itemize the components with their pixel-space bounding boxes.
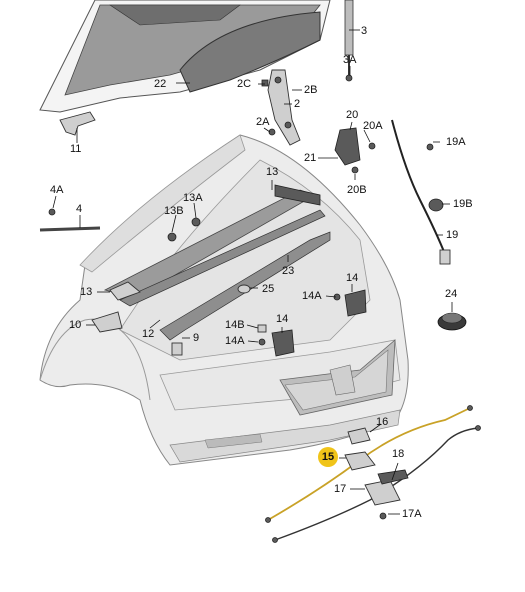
callout-15-highlighted: 15	[318, 447, 338, 467]
callout-14a: 14A	[302, 290, 322, 302]
callout-2c: 2C	[237, 78, 252, 90]
bonnet-panel	[39, 0, 331, 113]
callout-16: 16	[376, 416, 389, 428]
callout-17: 17	[334, 483, 347, 495]
callout-13: 13	[266, 166, 279, 178]
seal-strip	[59, 111, 96, 136]
callout-2: 2	[294, 98, 301, 110]
callout-17a: 17A	[402, 508, 422, 520]
callout-23: 23	[282, 265, 295, 277]
callout-12: 12	[142, 328, 155, 340]
callout-25: 25	[262, 283, 275, 295]
callout-4: 4	[76, 203, 83, 215]
callout-2b: 2B	[304, 84, 318, 96]
gas-strut	[344, 0, 354, 82]
callout-2a: 2A	[256, 116, 270, 128]
lock-bracket	[334, 127, 376, 174]
callout-19a: 19A	[446, 136, 466, 148]
leader-lines	[52, 29, 453, 515]
callout-14-lower: 14	[276, 313, 289, 325]
callout-19: 19	[446, 229, 459, 241]
rubber-buffer	[437, 312, 467, 331]
callout-3a: 3A	[343, 54, 357, 66]
callout-3: 3	[361, 25, 368, 37]
seal-rod	[39, 208, 101, 232]
release-handle-assembly	[344, 427, 409, 520]
callout-21: 21	[304, 152, 317, 164]
prop-rod	[391, 119, 451, 265]
callout-11: 11	[70, 143, 82, 155]
callout-14a-lower: 14A	[225, 335, 245, 347]
callout-9: 9	[193, 332, 200, 344]
callout-20: 20	[346, 109, 359, 121]
callout-19b: 19B	[453, 198, 473, 210]
small-clips	[91, 217, 367, 357]
callout-20a: 20A	[363, 120, 383, 132]
callout-13b: 13B	[164, 205, 184, 217]
callout-4a: 4A	[50, 184, 64, 196]
callout-18: 18	[392, 448, 405, 460]
callout-24: 24	[445, 288, 458, 300]
callout-14: 14	[346, 272, 359, 284]
callout-20b: 20B	[347, 184, 367, 196]
callout-22: 22	[154, 78, 167, 90]
callout-13a: 13A	[183, 192, 203, 204]
hinge-bracket	[261, 69, 301, 146]
callout-14b: 14B	[225, 319, 245, 331]
callout-10: 10	[69, 319, 82, 331]
callout-13-lower: 13	[80, 286, 93, 298]
